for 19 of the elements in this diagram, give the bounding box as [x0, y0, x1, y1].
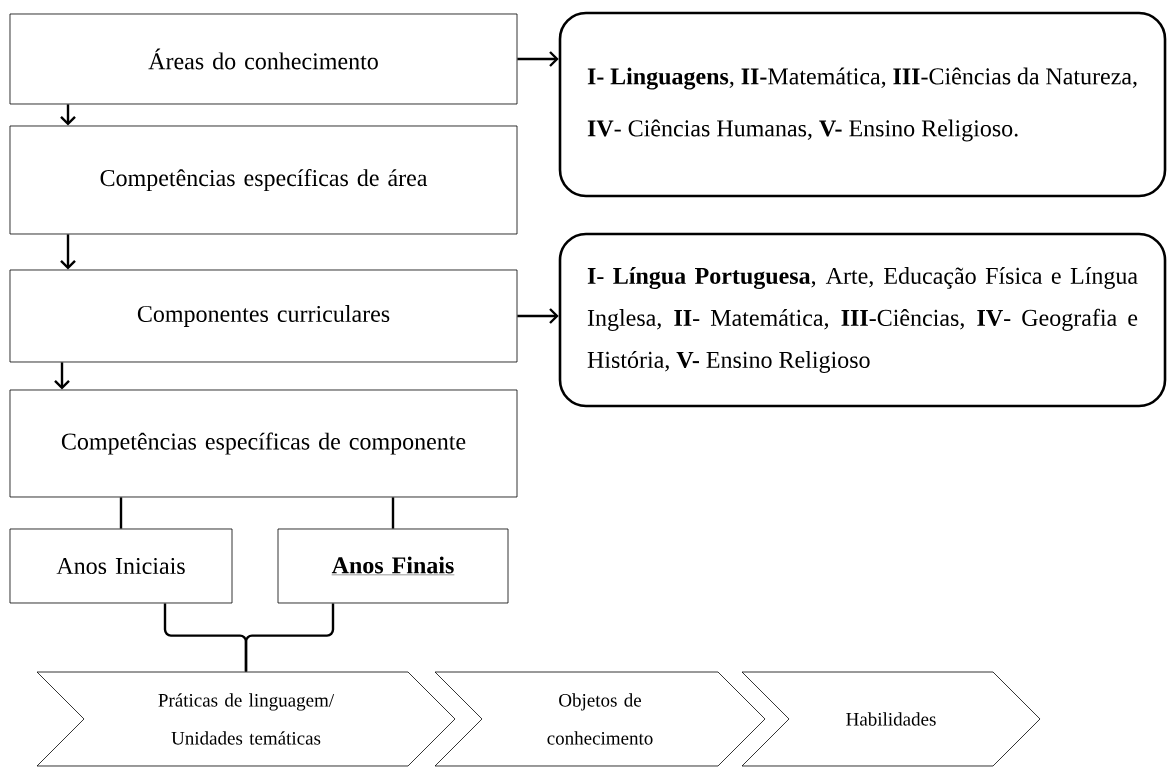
process-box: Competências específicas de área [9, 125, 518, 235]
chevron-step: Objetos de conhecimento [434, 671, 766, 767]
process-box: Anos Finais [277, 528, 509, 604]
chevron-step: Práticas de linguagem/ Unidades temáticas [36, 671, 456, 767]
brace-line [244, 603, 335, 672]
rounded-text-box: I- Linguagens, II-Matemática, III-Ciências da Natureza, IV- Ciências Humanas, V- Ensino Religioso. [558, 11, 1167, 198]
process-box: Anos Iniciais [9, 528, 233, 604]
arrow [60, 104, 76, 126]
arrow [60, 234, 76, 270]
chevron-step: Habilidades [741, 671, 1041, 767]
arrow [517, 51, 559, 67]
process-box: Competências específicas de componente [9, 389, 518, 498]
rounded-text-box: I- Língua Portuguesa, Arte, Educação Física e Língua Inglesa, II- Matemática, III-Ciências, IV- Geografia e História, V- Ensino Religioso [558, 232, 1167, 408]
arrow [54, 362, 70, 390]
arrow [517, 308, 559, 324]
process-box: Componentes curriculares [9, 269, 518, 363]
connector-line [119, 497, 123, 529]
connector-line [391, 497, 395, 529]
process-box: Áreas do conhecimento [9, 13, 518, 105]
